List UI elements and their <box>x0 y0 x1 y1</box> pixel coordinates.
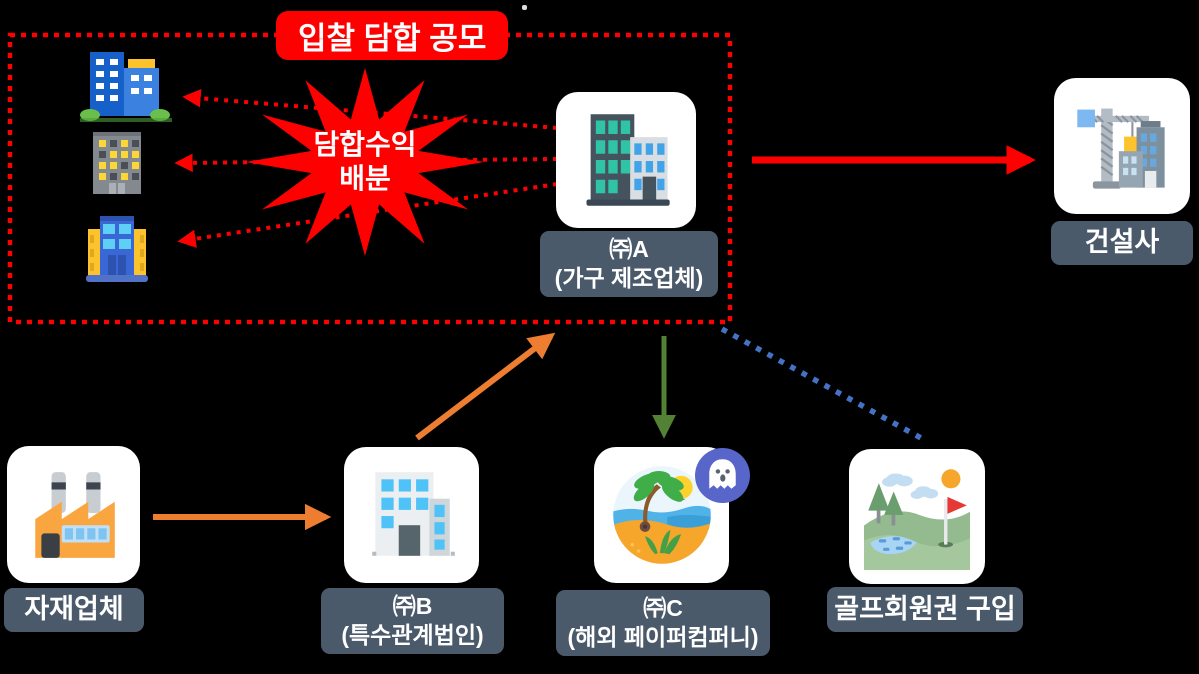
company-b-line1: ㈜B <box>392 593 433 620</box>
gray-building-icon <box>93 132 141 194</box>
company-a-label: ㈜A (가구 제조업체) <box>540 231 718 297</box>
golf-label: 골프회원권 구입 <box>827 587 1023 632</box>
b-to-a-arrow <box>415 332 556 441</box>
hotel-building-icon <box>86 216 148 282</box>
company-c-label: ㈜C (해외 페이퍼컴퍼니) <box>556 590 770 656</box>
starburst-line1: 담합수익 <box>313 129 417 161</box>
corporate-building-icon <box>586 114 670 206</box>
starburst-line2: 배분 <box>339 163 391 194</box>
profit-share-arrow-2 <box>174 153 558 173</box>
company-a-card <box>556 92 696 228</box>
golf-label-text: 골프회원권 구입 <box>834 593 1016 624</box>
company-b-card <box>344 447 479 583</box>
company-c-line2: (해외 페이퍼컴퍼니) <box>567 624 759 650</box>
tropical-island-icon <box>612 466 711 564</box>
collusion-dotted-box <box>7 32 733 325</box>
ghost-icon <box>695 448 750 503</box>
factory-icon <box>34 471 115 558</box>
stray-dot <box>522 5 527 10</box>
materials-card <box>7 446 140 583</box>
profit-starburst <box>245 68 485 256</box>
starburst-label: 담합수익 배분 <box>243 66 487 258</box>
constructor-label: 건설사 <box>1051 221 1193 265</box>
construction-crane-icon <box>1077 108 1165 189</box>
materials-label: 자재업체 <box>4 588 144 632</box>
collusion-box-title: 입찰 담합 공모 <box>276 11 509 60</box>
constructor-label-text: 건설사 <box>1084 227 1160 258</box>
golf-card <box>849 449 985 584</box>
golf-course-icon <box>864 468 970 570</box>
company-a-line2: (가구 제조업체) <box>554 265 704 291</box>
company-c-line1: ㈜C <box>643 595 683 622</box>
company-a-line1: ㈜A <box>609 236 649 263</box>
a-to-golf-line <box>720 326 923 441</box>
company-b-label: ㈜B (특수관계법인) <box>321 588 504 654</box>
blue-office-buildings-icon <box>80 52 172 122</box>
constructor-card <box>1054 78 1190 214</box>
profit-share-arrow-1 <box>182 89 558 130</box>
starburst-shape <box>245 68 485 256</box>
materials-label-text: 자재업체 <box>24 594 124 625</box>
company-b-line2: (특수관계법인) <box>341 622 484 648</box>
office-building-icon <box>371 472 455 556</box>
